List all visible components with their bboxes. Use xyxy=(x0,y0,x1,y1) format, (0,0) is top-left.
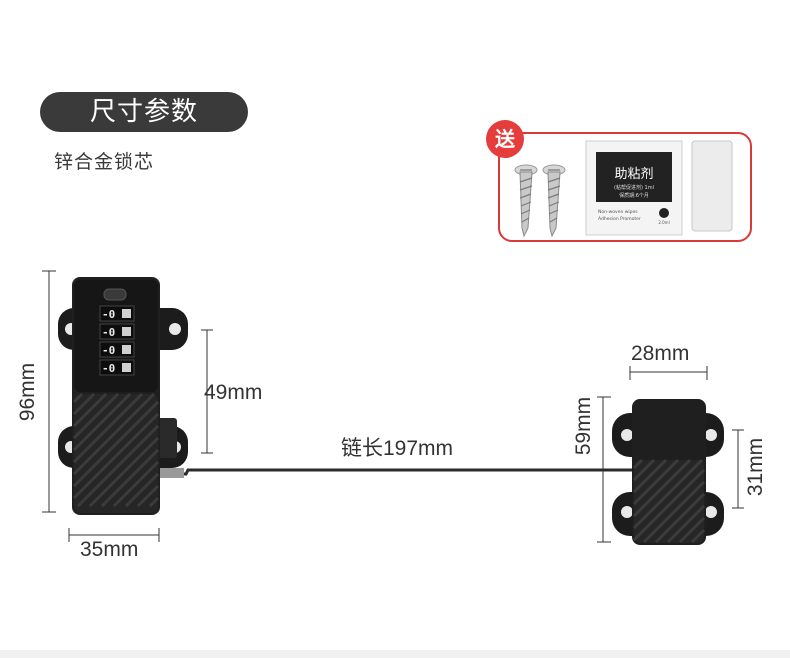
svg-text:-0: -0 xyxy=(102,326,115,339)
adhesive-vol: 2.0ml xyxy=(658,220,669,225)
adhesive-line2: 保质期:6个月 xyxy=(619,192,649,199)
gift-box xyxy=(498,132,752,242)
footer-strip xyxy=(0,650,790,658)
section-title: 尺寸参数 xyxy=(89,97,198,127)
svg-text:-0: -0 xyxy=(102,308,115,321)
section-title-pill: 尺寸参数 xyxy=(40,92,248,132)
adhesive-title: 助粘剂 xyxy=(614,167,653,182)
dim-inner-height: 49mm xyxy=(204,381,263,404)
adhesive-en1: Non-woven wipes xyxy=(598,209,638,215)
dim-height-left: 96mm xyxy=(16,362,40,422)
dim-width-left: 35mm xyxy=(80,538,139,561)
screw-icon xyxy=(514,164,538,238)
dimension-lines xyxy=(42,270,744,543)
subtitle: 锌合金锁芯 xyxy=(54,151,155,173)
combination-lock-body: -0 -0 -0 -0 xyxy=(58,277,188,515)
svg-text:-0: -0 xyxy=(102,344,115,357)
screw-icon xyxy=(542,164,566,238)
dim-right-width: 28mm xyxy=(631,342,690,365)
adhesive-packet xyxy=(585,140,683,236)
svg-text:-0: -0 xyxy=(102,362,115,375)
dim-chain-length: 链长197mm xyxy=(341,437,454,460)
adhesive-sub: (粘帮促进剂) 1ml xyxy=(614,184,654,191)
dim-right-hole-spacing: 31mm xyxy=(744,437,768,497)
cable-anchor-body xyxy=(612,399,724,545)
cable-ferrule xyxy=(160,468,184,478)
adhesive-en2: Adhesion Promoter xyxy=(598,216,641,222)
dim-right-height: 59mm xyxy=(572,396,596,456)
tape-pad xyxy=(691,140,733,232)
steel-cable xyxy=(160,468,634,476)
gift-badge: 送 xyxy=(486,120,524,158)
